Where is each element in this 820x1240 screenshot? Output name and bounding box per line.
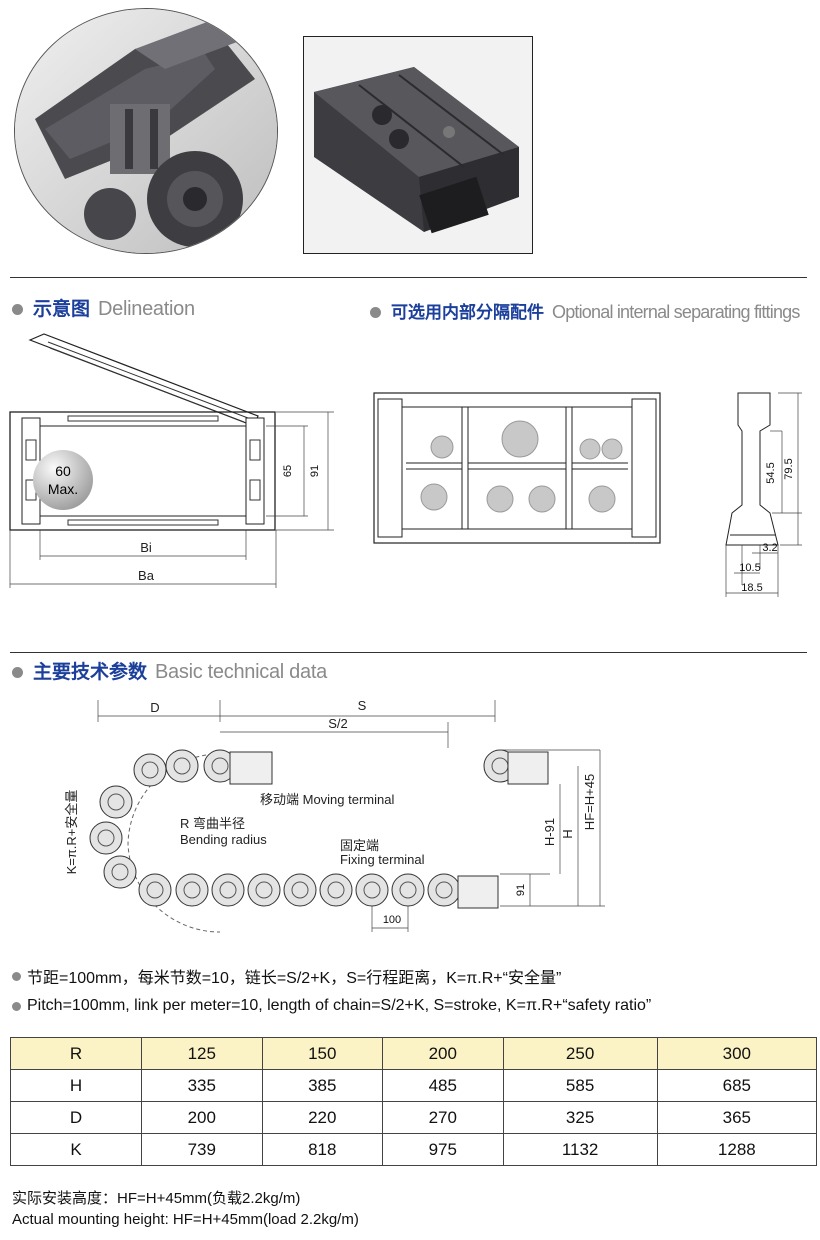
table-row: K 739 818 975 1132 1288: [10, 1133, 818, 1166]
product-photo-closed-link: [303, 36, 533, 254]
label-bend-en: Bending radius: [180, 832, 267, 847]
section-delineation: 示意图 Delineation: [12, 294, 195, 321]
dim-18-5: 18.5: [741, 582, 762, 594]
technical-diagram: D S S/2 K=π.R+安全量 移动端 Moving terminal R …: [64, 698, 605, 933]
dim-h-91: H-91: [542, 818, 557, 846]
fixing-terminal-block: [457, 875, 499, 909]
bullet-icon: [12, 971, 21, 981]
footer-cn: 实际安装高度：HF=H+45mm(负载2.2kg/m): [12, 1190, 301, 1207]
dim-91: 91: [309, 465, 321, 477]
dim-3-2: 3.2: [762, 542, 777, 554]
dim-bi: Bi: [140, 540, 152, 555]
bullet-icon: [12, 304, 23, 315]
max-size-circle: [33, 450, 93, 510]
label-moving-terminal: 移动端 Moving terminal: [260, 792, 394, 807]
dim-79-5: 79.5: [783, 458, 795, 479]
dim-s: S: [358, 698, 367, 713]
max-circle-word: Max.: [48, 481, 78, 497]
fittings-diagram: 54.5 79.5 3.2 10.5 18.5: [373, 392, 802, 597]
table-row: R 125 150 200 250 300: [10, 1037, 818, 1070]
table-row: H 335 385 485 585 685: [10, 1069, 818, 1102]
max-circle-number: 60: [55, 463, 71, 479]
note-cn: 节距=100mm，每米节数=10，链长=S/2+K，S=行程距离，K=π.R+“…: [12, 964, 561, 988]
bullet-icon: [370, 307, 381, 318]
table-row: D 200 220 270 325 365: [10, 1101, 818, 1134]
dim-pitch-100: 100: [383, 914, 401, 926]
product-photo-open-link: [14, 8, 278, 254]
dim-ba: Ba: [138, 568, 155, 583]
label-bend-cn: R 弯曲半径: [180, 816, 245, 831]
dim-hf: HF=H+45: [582, 774, 597, 830]
dim-91-fixed: 91: [515, 884, 527, 896]
section-technical: 主要技术参数 Basic technical data: [12, 657, 327, 684]
label-fix-en: Fixing terminal: [340, 852, 425, 867]
dim-d: D: [150, 700, 159, 715]
bullet-icon: [12, 667, 23, 678]
delineation-diagram: 60 Max. 65 91 Bi Ba: [9, 333, 334, 588]
footer-en: Actual mounting height: HF=H+45mm(load 2…: [12, 1211, 359, 1228]
section-fittings: 可选用内部分隔配件 Optional internal separating f…: [370, 298, 800, 323]
dim-54-5: 54.5: [765, 462, 777, 483]
moving-terminal-block: [229, 751, 273, 785]
note-en: Pitch=100mm, link per meter=10, length o…: [12, 997, 651, 1015]
dim-s-half: S/2: [328, 716, 348, 731]
label-fix-cn: 固定端: [340, 838, 379, 853]
dim-10-5: 10.5: [739, 562, 760, 574]
dim-h: H: [560, 829, 575, 838]
divider-middle: [10, 652, 807, 653]
bullet-icon: [12, 1001, 21, 1011]
dim-65: 65: [282, 465, 294, 477]
spec-table: R 125 150 200 250 300 H 335 385 485 585 …: [10, 1037, 818, 1166]
dim-k-formula: K=π.R+安全量: [64, 790, 79, 875]
divider-top: [10, 277, 807, 278]
